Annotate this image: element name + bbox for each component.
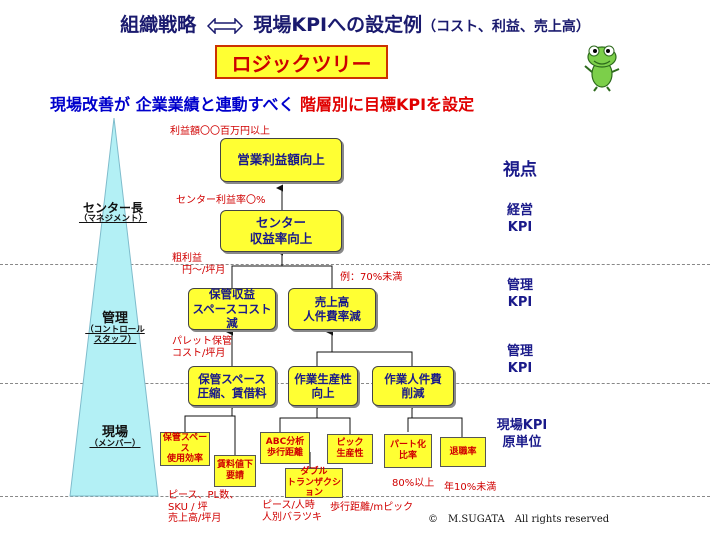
box-productivity-text: 作業生産性 向上 <box>294 371 352 400</box>
kpi-abc-analysis-text: ABC分析 歩行距離 <box>265 437 305 458</box>
box-labor-cost: 作業人件費 削減 <box>372 366 454 406</box>
page-title: 組織戦略 現場KPIへの設定例（コスト、利益、売上高） <box>0 10 710 37</box>
hierarchy-pyramid <box>69 118 159 497</box>
kpi-rent-reduction-text: 賃料値下 要請 <box>216 460 253 481</box>
subtitle: 現場改善が 企業業績と連動すべく 階層別に目標KPIを設定 <box>50 91 474 115</box>
note-example: 例：70%未満 <box>340 272 403 283</box>
title-right: 現場KPIへの設定例 <box>253 14 423 36</box>
kpi-turnover: 退職率 <box>440 437 486 467</box>
level-center-head: センター長 （マネジメント） <box>78 201 148 225</box>
copyright-text: M.SUGATA All rights reserved <box>448 514 610 525</box>
level-center-head-name: センター長 <box>82 201 143 215</box>
kpi-parttime-ratio-text: パート化 比率 <box>389 440 426 461</box>
box-storage-profit: 保管収益 スペースコスト減 <box>188 287 276 331</box>
kpi-picking-text: ピック 生産性 <box>336 438 364 459</box>
box-operating-profit-text: 営業利益額向上 <box>237 152 325 168</box>
note-under-10: 年10%未満 <box>444 482 497 493</box>
title-paren: （コスト、利益、売上高） <box>422 19 590 35</box>
viewpoint-label: 視点 <box>503 160 537 180</box>
level-management-sub: （コントロール スタッフ） <box>85 325 145 345</box>
box-space-compression: 保管スペース 圧縮、賃借料 <box>188 366 276 406</box>
note-center-rate: センター利益率〇% <box>176 195 266 206</box>
kpi-space-efficiency-text: 保管スペース 使用効率 <box>162 432 208 465</box>
level-management-name: 管理 <box>101 311 128 326</box>
note-profit-target: 利益額〇〇百万円以上 <box>170 126 270 137</box>
note-gross-profit: 粗利益 円〜/坪月 <box>172 253 226 276</box>
level-site-sub: （メンバー） <box>89 439 141 450</box>
box-space-compression-text: 保管スペース 圧縮、賃借料 <box>197 371 267 400</box>
level-management: 管理 （コントロール スタッフ） <box>80 311 150 345</box>
kpi-abc-analysis: ABC分析 歩行距離 <box>260 432 310 464</box>
frog-mascot-icon <box>584 45 620 92</box>
box-sales-labor: 売上高 人件費率減 <box>288 288 376 330</box>
note-walk-distance: 歩行距離/mピック <box>330 502 414 513</box>
box-center-profitability: センター 収益率向上 <box>220 210 342 252</box>
kpi-rent-reduction: 賃料値下 要請 <box>214 455 256 487</box>
kpi-parttime-ratio: パート化 比率 <box>384 434 432 468</box>
box-productivity: 作業生産性 向上 <box>288 366 358 406</box>
kpi-space-efficiency: 保管スペース 使用効率 <box>160 432 210 466</box>
box-labor-cost-text: 作業人件費 削減 <box>384 371 442 400</box>
level-center-head-sub: （マネジメント） <box>78 214 147 225</box>
kpi-double-transaction: ダブル トランザクション <box>285 466 343 499</box>
level-site-name: 現場 <box>101 425 128 440</box>
box-sales-labor-text: 売上高 人件費率減 <box>303 294 361 323</box>
kpi-double-transaction-text: ダブル トランザクション <box>286 466 341 499</box>
box-storage-profit-text: 保管収益 スペースコスト減 <box>192 287 272 331</box>
kpi-label-site: 現場KPI 原単位 <box>496 418 548 450</box>
level-site: 現場 （メンバー） <box>80 425 150 450</box>
kpi-turnover-text: 退職率 <box>449 446 477 457</box>
note-piece-sku: ピース、PL数、 SKU / 坪 売上高/坪月 <box>168 490 240 524</box>
box-center-profitability-text: センター 収益率向上 <box>249 215 313 246</box>
note-piece-hour: ピース/人時 人別バラツキ <box>262 500 322 523</box>
copyright: © M.SUGATA All rights reserved <box>428 510 609 525</box>
divider-1 <box>0 264 710 265</box>
box-operating-profit: 営業利益額向上 <box>220 138 342 182</box>
note-over-80: 80%以上 <box>392 478 435 489</box>
title-left: 組織戦略 <box>120 14 197 36</box>
copyright-symbol-icon: © <box>428 514 438 525</box>
divider-3 <box>0 496 710 497</box>
kpi-picking: ピック 生産性 <box>327 434 373 464</box>
kpi-label-management-2: 管理 KPI <box>506 344 533 376</box>
kpi-label-executive: 経営 KPI <box>506 203 533 235</box>
double-arrow-icon <box>206 17 243 34</box>
logic-tree-badge: ロジックツリー <box>215 45 388 79</box>
note-pallet-cost: パレット保管 コスト/坪月 <box>172 336 232 359</box>
subtitle-red: 階層別に目標KPIを設定 <box>300 95 475 114</box>
kpi-label-management-1: 管理 KPI <box>506 278 533 310</box>
subtitle-blue: 現場改善が 企業業績と連動すべく <box>50 95 301 114</box>
